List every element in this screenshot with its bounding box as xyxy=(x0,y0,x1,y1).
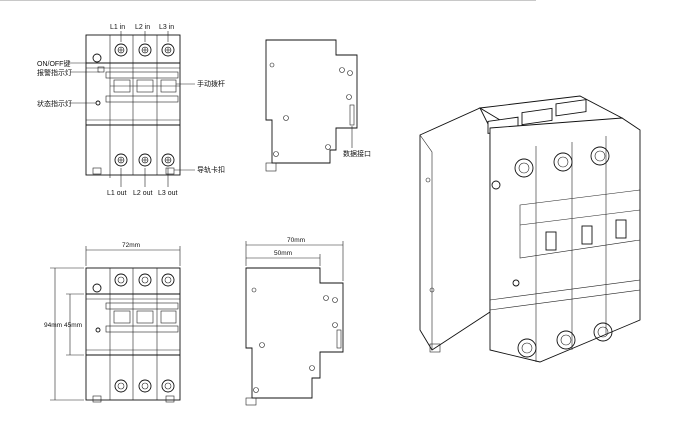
data-port-icon xyxy=(349,104,355,126)
onoff-button-icon xyxy=(92,53,102,63)
callout-onoff-line1: ON/OFF键 xyxy=(37,59,70,68)
dim-depth-total: 70mm xyxy=(287,237,305,244)
status-led-icon xyxy=(95,100,101,106)
front-view-top: L1 in L2 in L3 in L1 out L2 out L3 out O… xyxy=(37,24,225,197)
side-view-bottom: 70mm 50mm xyxy=(245,237,344,406)
dim-height-inner: 45mm xyxy=(64,322,82,329)
label-l1-in: L1 in xyxy=(110,24,125,31)
dim-height-total: 94mm xyxy=(44,322,62,329)
side-body-outline xyxy=(265,39,358,164)
label-l3-in: L3 in xyxy=(159,24,174,31)
isometric-view xyxy=(0,0,641,363)
front-view-bottom: 72mm 94mm 45mm xyxy=(44,242,181,403)
callout-manual-lever: 手动拨杆 xyxy=(197,79,225,88)
callout-status-led: 状态指示灯 xyxy=(37,99,72,108)
label-l2-out: L2 out xyxy=(133,190,153,197)
callout-data-port: 数据接口 xyxy=(343,149,371,158)
callout-din-clip: 导轨卡扣 xyxy=(197,165,225,174)
top-terminal-screws xyxy=(114,43,175,57)
dim-depth-inner: 50mm xyxy=(274,250,292,257)
label-l1-out: L1 out xyxy=(107,190,127,197)
callout-onoff-line2: 报警指示灯 xyxy=(37,68,72,77)
dim-width: 72mm xyxy=(122,242,140,249)
side-view-top: 数据接口 xyxy=(265,39,371,172)
label-l3-out: L3 out xyxy=(158,190,178,197)
bottom-terminal-screws xyxy=(114,153,175,167)
label-l2-in: L2 in xyxy=(135,24,150,31)
